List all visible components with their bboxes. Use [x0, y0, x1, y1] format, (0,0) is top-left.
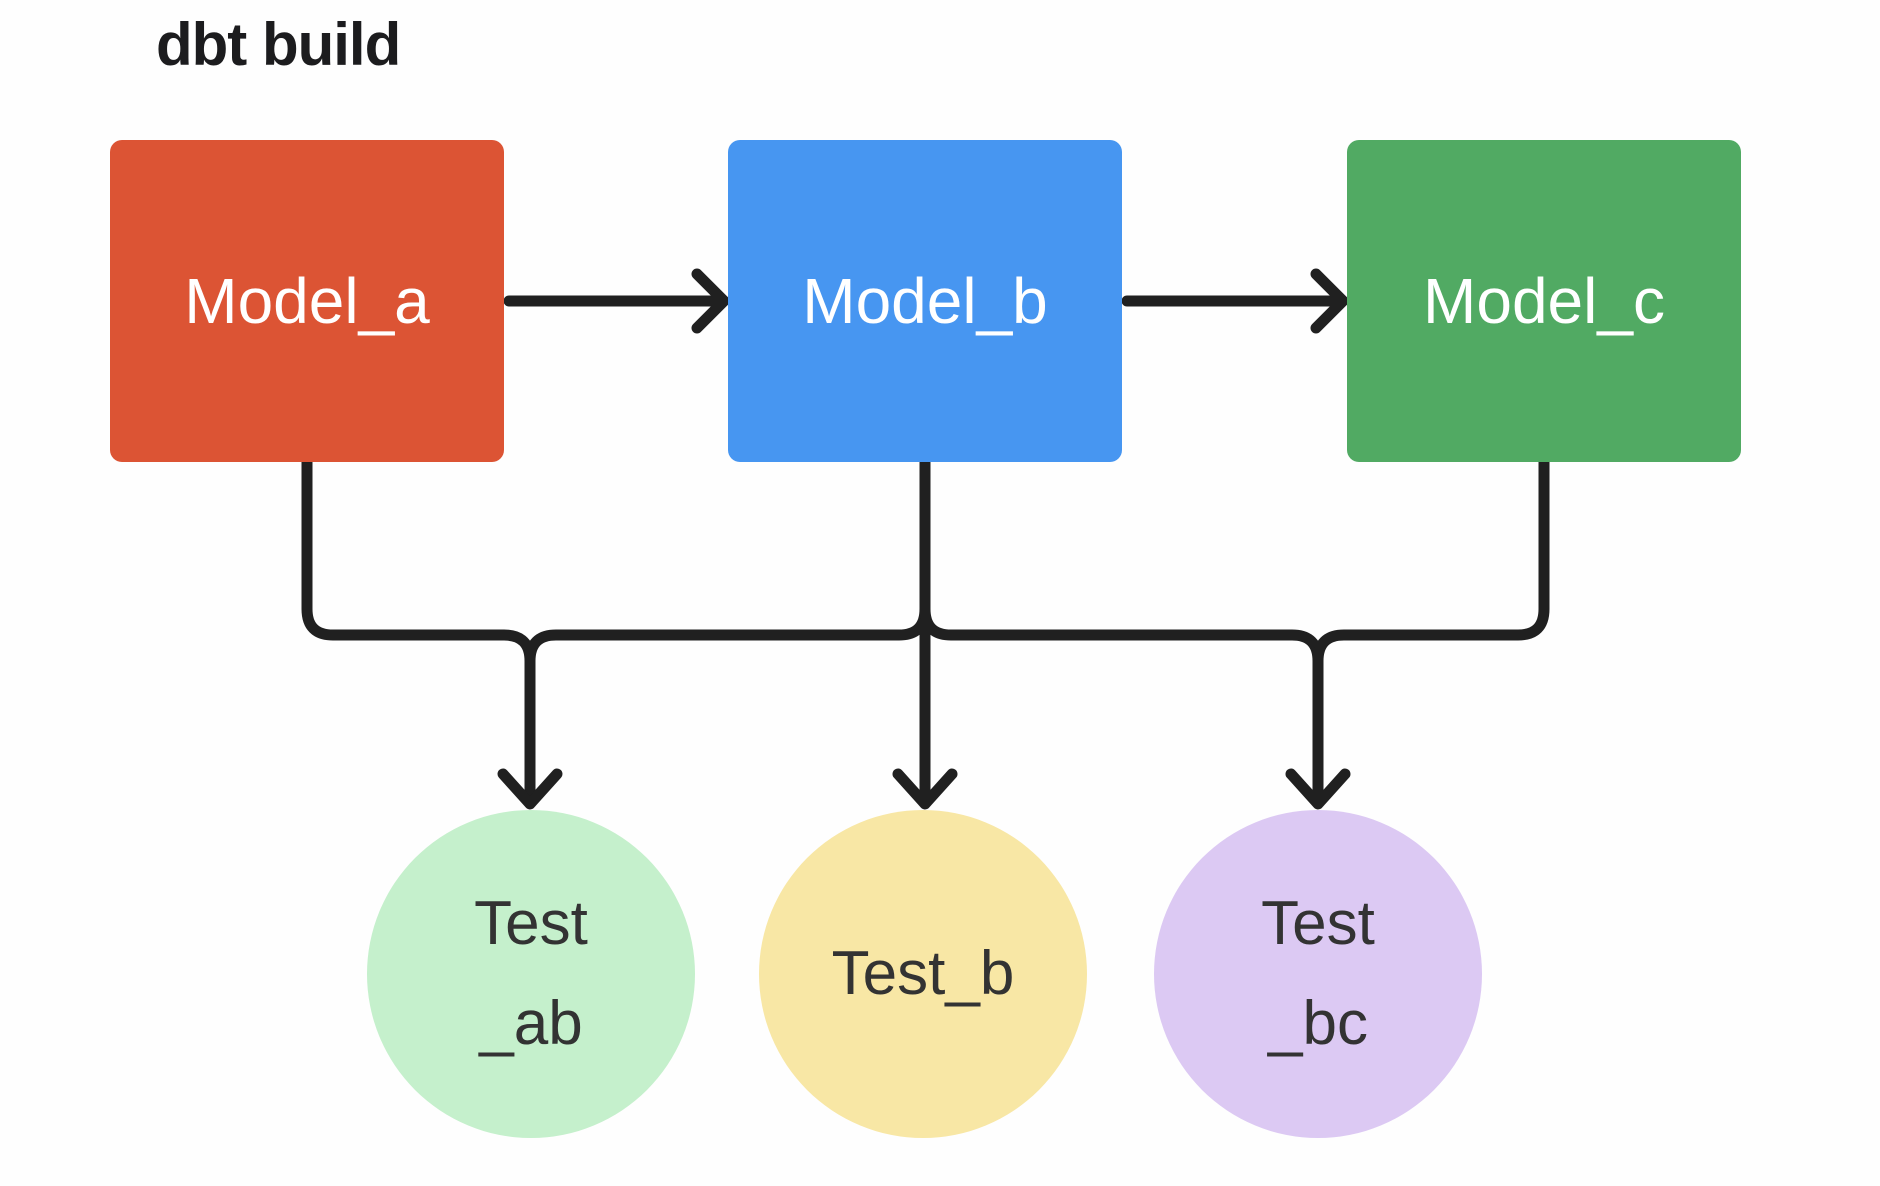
- model-a-label: Model_a: [184, 265, 430, 337]
- test-b-label-line-1: Test_b: [831, 938, 1015, 1008]
- model-c-label: Model_c: [1423, 265, 1665, 337]
- test-ab-node: Test _ab: [367, 810, 695, 1138]
- edge-model-a-to-test-ab: [301, 456, 536, 805]
- diagram-title: dbt build: [156, 11, 401, 78]
- model-b-label: Model_b: [802, 265, 1048, 337]
- test-bc-node: Test _bc: [1154, 810, 1482, 1138]
- test-b-node: Test_b: [759, 810, 1087, 1138]
- arrowhead-test-ab: [497, 768, 563, 810]
- test-ab-label-line-2: _ab: [479, 989, 583, 1058]
- arrowhead-model-c: [1310, 268, 1349, 334]
- test-bc-label-line-2: _bc: [1268, 989, 1368, 1058]
- edge-model-b-to-test-ab: [524, 456, 931, 805]
- edge-model-b-to-test-bc: [919, 456, 1324, 805]
- arrowhead-test-bc: [1285, 768, 1351, 810]
- edge-model-c-to-test-bc: [1312, 456, 1550, 805]
- model-b-node: Model_b: [728, 140, 1122, 462]
- model-c-node: Model_c: [1347, 140, 1741, 462]
- test-ab-label-line-1: Test: [474, 888, 588, 958]
- model-a-node: Model_a: [110, 140, 504, 462]
- arrowhead-test-b: [892, 768, 958, 810]
- arrowhead-model-b: [691, 268, 730, 334]
- test-bc-label-line-1: Test: [1261, 888, 1375, 958]
